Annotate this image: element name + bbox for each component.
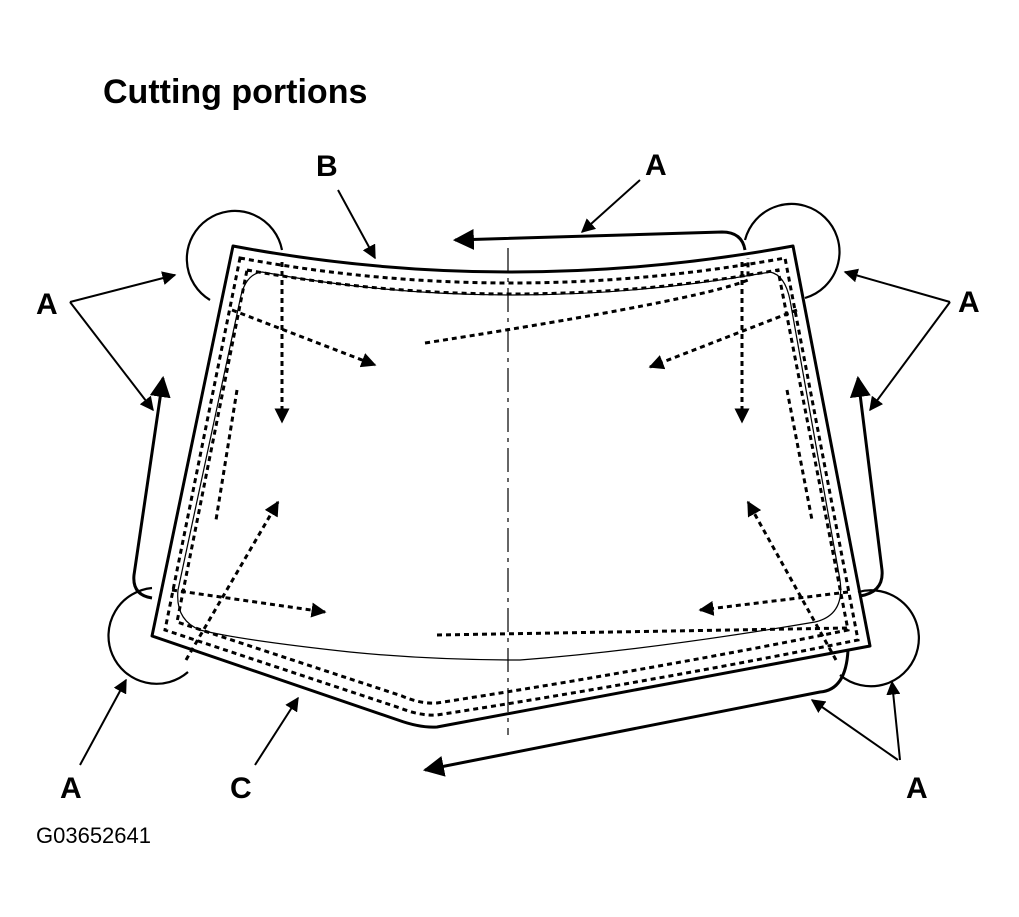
leader-b	[337, 189, 376, 260]
callout-a-bottom-left: A	[60, 772, 82, 805]
cut-path-right	[849, 375, 884, 598]
cut-direction-top-right-short	[785, 389, 814, 521]
cut-path-bottom	[422, 649, 850, 777]
corner-circle-bottom-left	[107, 586, 189, 685]
leader-a-bottom-right-2	[886, 680, 901, 761]
cut-direction-bottom-center	[436, 626, 849, 637]
leader-a-top	[580, 179, 641, 233]
callout-a-right: A	[958, 286, 980, 319]
cut-path-left	[132, 375, 171, 600]
leader-a-bottom-left	[79, 678, 127, 766]
callout-a-bottom-right: A	[906, 772, 928, 805]
leader-a-right-upper	[843, 268, 951, 303]
corner-circle-top-left	[185, 209, 284, 301]
inner-bead-line	[175, 268, 850, 705]
corner-circle-top-right	[743, 202, 841, 300]
windshield-outline	[150, 244, 872, 729]
cut-direction-left-up-diag	[184, 500, 280, 661]
cut-direction-right-up-diag	[746, 500, 838, 661]
corner-circle-bottom-right	[839, 589, 920, 688]
ceramic-border-line	[177, 271, 842, 661]
cut-path-top	[452, 228, 747, 251]
diagram-title: Cutting portions	[103, 73, 367, 111]
cut-direction-top-left-short	[214, 389, 239, 521]
figure-id: G03652641	[36, 823, 151, 848]
cut-direction-top-right-diag	[648, 308, 798, 370]
leader-a-bottom-right-1	[810, 699, 899, 761]
leader-a-left-upper	[69, 271, 177, 303]
leader-a-right-lower	[869, 301, 951, 412]
callout-c: C	[230, 772, 252, 805]
leader-c	[254, 696, 299, 766]
cut-direction-bottom-right	[698, 590, 849, 616]
callout-a-left: A	[36, 288, 58, 321]
cut-direction-bottom-left	[171, 588, 327, 618]
leader-a-left-lower	[69, 301, 154, 412]
cut-direction-top-center	[424, 258, 750, 345]
cut-direction-top-left-diag	[231, 308, 377, 368]
callout-a-top: A	[645, 149, 667, 182]
callout-b: B	[316, 150, 338, 183]
